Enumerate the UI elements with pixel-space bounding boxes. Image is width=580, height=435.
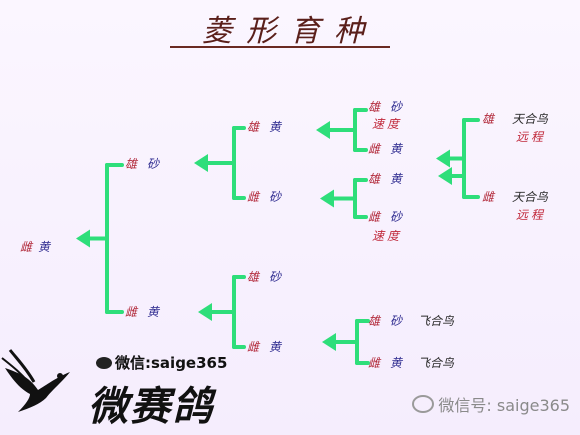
node-g3-3-sex: 雄 <box>368 172 381 186</box>
node-g3-3: 雄黄 <box>368 172 402 186</box>
bracket-sire-arrow <box>194 154 208 172</box>
node-sire-color: 砂 <box>147 157 160 171</box>
node-dam: 雌黄 <box>125 305 159 319</box>
node-g3-1: 雄砂 <box>368 100 402 114</box>
node-ds-color: 砂 <box>269 270 282 284</box>
node-g3-4: 雌砂 <box>368 210 402 224</box>
bracket-g3-extra-arrow <box>438 167 452 185</box>
node-g3-6-note: 飞合鸟 <box>418 356 455 370</box>
node-g3-5: 雄砂 飞合鸟 <box>368 314 454 328</box>
node-root: 雌黄 <box>20 240 50 254</box>
node-g4-2-trait: 远程 <box>516 208 547 222</box>
node-sire-dam: 雌砂 <box>247 190 281 204</box>
node-sd-color: 砂 <box>269 190 282 204</box>
brand-watermark: 微赛鸽 <box>88 383 214 430</box>
node-g3-4-trait: 速度 <box>372 229 403 243</box>
node-sd-sex: 雌 <box>247 190 260 204</box>
bracket-dd-arrow <box>322 333 336 351</box>
node-ss-sex: 雄 <box>247 120 260 134</box>
node-ds-sex: 雄 <box>247 270 260 284</box>
node-g3-1-sex: 雄 <box>368 100 381 114</box>
node-g3-2: 雌黄 <box>368 142 402 156</box>
pigeon-logo-icon <box>1 349 70 412</box>
node-g4-2: 雌 天合鸟 <box>482 190 548 204</box>
node-g4-1-sex: 雄 <box>482 112 495 126</box>
bracket-ss-arrow <box>316 121 330 139</box>
node-g4-1-name: 天合鸟 <box>512 112 549 126</box>
node-g3-4-sex: 雌 <box>368 210 381 224</box>
node-g3-6-sex: 雌 <box>368 356 381 370</box>
node-g4-2-name: 天合鸟 <box>512 190 549 204</box>
node-g4-1: 雄 天合鸟 <box>482 112 548 126</box>
node-sire-sex: 雄 <box>125 157 138 171</box>
wechat-account-text-2: 微信号: saige365 <box>438 396 570 415</box>
diagram-title: 菱形育种 <box>202 14 378 49</box>
wechat-icon <box>96 357 112 369</box>
node-dd-sex: 雌 <box>247 340 260 354</box>
bracket-dam-arrow <box>198 303 212 321</box>
node-sire: 雄砂 <box>125 157 159 171</box>
node-g4-2-sex: 雌 <box>482 190 495 204</box>
node-root-sex: 雌 <box>20 240 33 254</box>
node-dd-color: 黄 <box>269 340 282 354</box>
bracket-sd-arrow <box>320 189 334 208</box>
wechat-watermark-bottom: 微信号: saige365 <box>412 392 570 416</box>
node-g4-1-trait: 远程 <box>516 130 547 144</box>
node-dam-dam: 雌黄 <box>247 340 281 354</box>
wechat-account-text: 微信:saige365 <box>115 354 228 372</box>
node-g3-6: 雌黄 飞合鸟 <box>368 356 454 370</box>
title-underline <box>170 46 390 48</box>
node-dam-sire: 雄砂 <box>247 270 281 284</box>
bracket-root-arrow <box>76 229 90 248</box>
node-g3-6-color: 黄 <box>390 356 403 370</box>
node-g3-5-color: 砂 <box>390 314 403 328</box>
node-g3-5-sex: 雄 <box>368 314 381 328</box>
wechat-outline-icon <box>412 395 435 413</box>
node-root-color: 黄 <box>38 240 51 254</box>
node-sire-sire: 雄黄 <box>247 120 281 134</box>
node-g3-1-trait: 速度 <box>372 117 403 131</box>
node-g3-1-color: 砂 <box>390 100 403 114</box>
bracket-g3-arrow <box>436 149 450 168</box>
wechat-watermark-top: 微信:saige365 <box>96 352 227 373</box>
node-dam-sex: 雌 <box>125 305 138 319</box>
node-g3-3-color: 黄 <box>390 172 403 186</box>
node-g3-2-sex: 雌 <box>368 142 381 156</box>
node-g3-4-color: 砂 <box>390 210 403 224</box>
node-g3-2-color: 黄 <box>390 142 403 156</box>
node-ss-color: 黄 <box>269 120 282 134</box>
node-g3-5-note: 飞合鸟 <box>418 314 455 328</box>
node-dam-color: 黄 <box>147 305 160 319</box>
